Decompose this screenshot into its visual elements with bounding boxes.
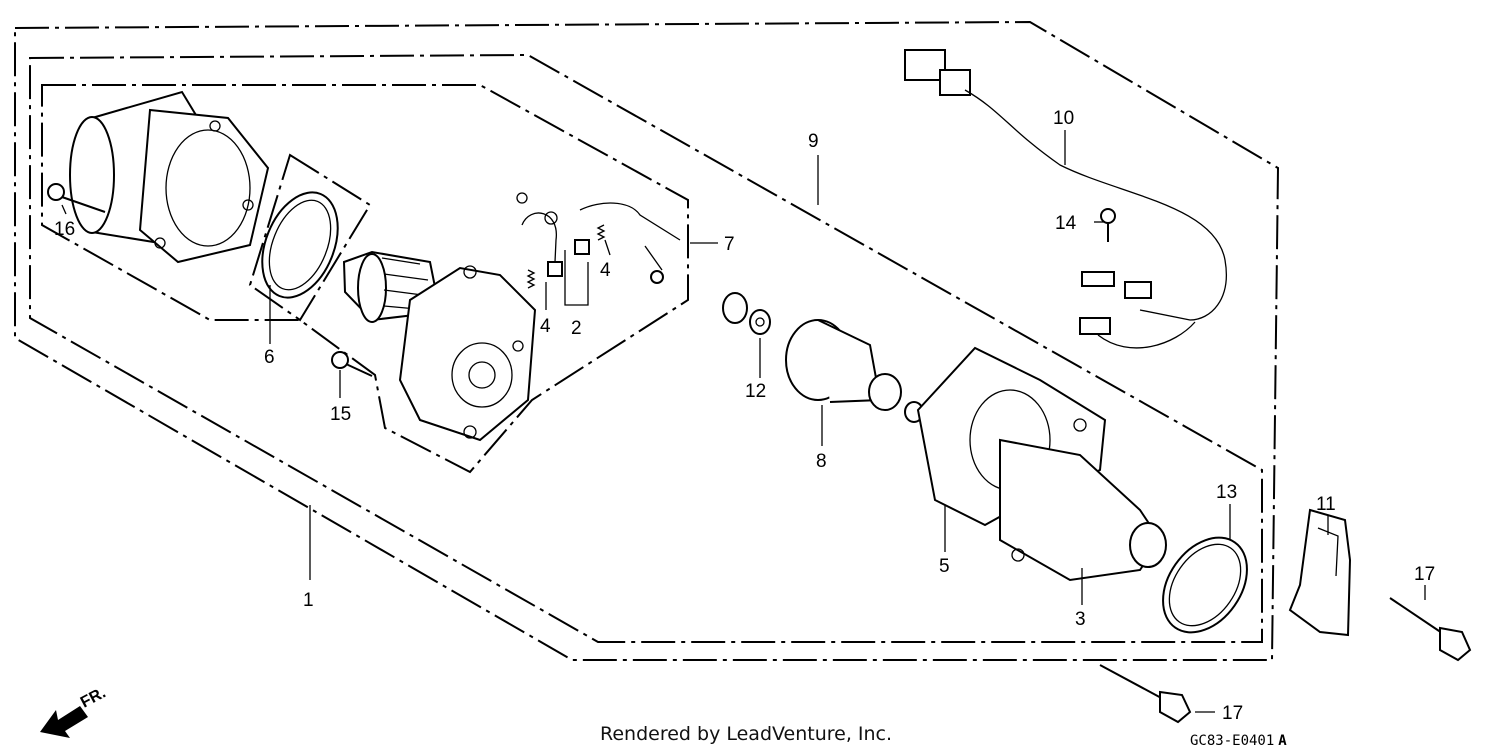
o-ring-13 bbox=[1162, 536, 1248, 634]
callout-11: 11 bbox=[1316, 494, 1336, 515]
wire-harness-10 bbox=[904, 49, 1227, 349]
callout-7: 7 bbox=[724, 234, 735, 255]
starter-pinion-8 bbox=[785, 319, 924, 423]
callout-13: 13 bbox=[1216, 482, 1237, 503]
callout-17-upper: 17 bbox=[1414, 564, 1435, 585]
bracket-11 bbox=[1288, 508, 1352, 637]
assembly-outlines bbox=[14, 20, 1280, 661]
direction-label: FR. bbox=[78, 684, 109, 711]
outline-motor-case bbox=[41, 84, 689, 474]
leader-lines bbox=[61, 130, 1426, 713]
callout-12: 12 bbox=[745, 381, 766, 402]
callout-3: 3 bbox=[1075, 609, 1086, 630]
callout-4b: 4 bbox=[600, 260, 611, 281]
callout-17-lower: 17 bbox=[1222, 703, 1243, 724]
outline-assembly-9 bbox=[14, 20, 1280, 661]
brush-set bbox=[516, 192, 681, 289]
bolt-15 bbox=[331, 351, 373, 377]
footer-credit: Rendered by LeadVenture, Inc. bbox=[600, 723, 892, 745]
callout-16: 16 bbox=[54, 219, 75, 240]
callout-numbers: 16 6 1 7 4 2 4 15 12 8 9 10 14 5 3 13 11… bbox=[54, 108, 1435, 724]
bolt-16 bbox=[47, 183, 106, 213]
diagram-code-main: GC83-E0401 bbox=[1190, 733, 1274, 749]
screw-14 bbox=[1100, 208, 1116, 242]
callout-1: 1 bbox=[303, 590, 314, 611]
callout-9: 9 bbox=[808, 131, 819, 152]
callout-6: 6 bbox=[264, 347, 275, 368]
outline-assembly-1 bbox=[29, 53, 1263, 643]
callout-2: 2 bbox=[571, 318, 582, 339]
end-cover bbox=[398, 265, 537, 442]
callout-10: 10 bbox=[1053, 108, 1074, 129]
callout-8: 8 bbox=[816, 451, 827, 472]
front-direction-arrow: FR. bbox=[40, 684, 109, 738]
callout-15: 15 bbox=[330, 404, 351, 425]
bolt-17-upper bbox=[1389, 597, 1472, 662]
motor-case bbox=[69, 90, 270, 264]
outline-gasket-6 bbox=[248, 153, 372, 322]
diagram-code-suffix: A bbox=[1278, 733, 1287, 749]
callout-4a: 4 bbox=[540, 316, 551, 337]
callout-14: 14 bbox=[1055, 213, 1077, 234]
o-ring-gasket-6 bbox=[261, 191, 339, 299]
callout-5: 5 bbox=[939, 556, 950, 577]
arrow-icon bbox=[40, 706, 88, 738]
bushing-12 bbox=[722, 292, 771, 335]
reduction-cover-3 bbox=[999, 418, 1167, 582]
bolt-17-lower bbox=[1099, 664, 1192, 724]
